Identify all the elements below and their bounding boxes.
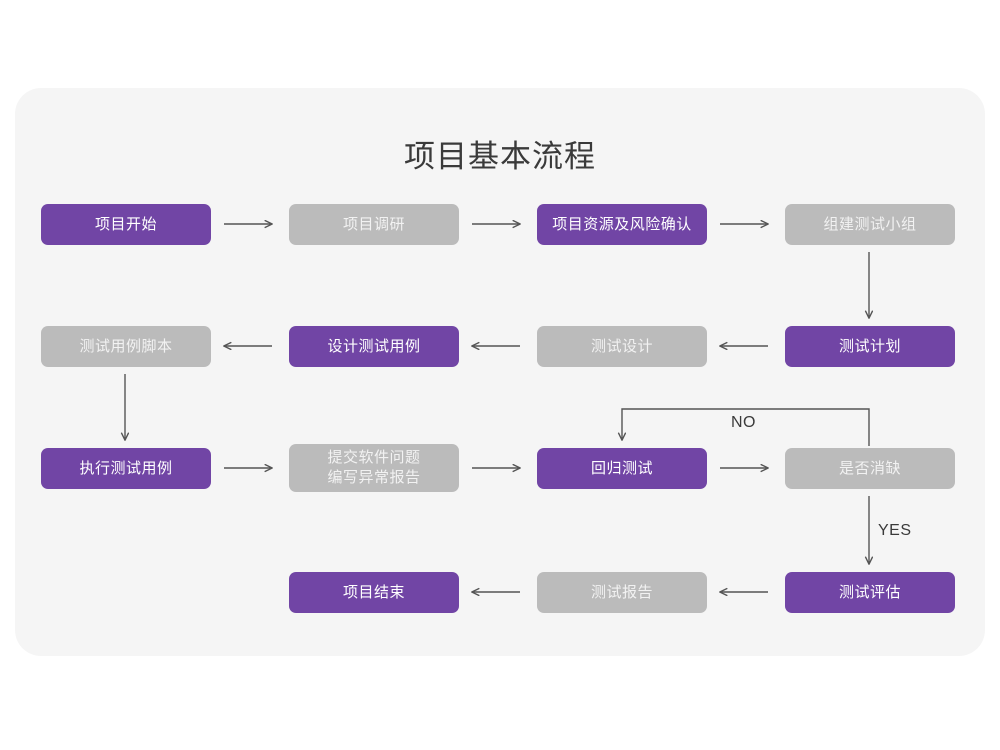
node-build-test-team[interactable]: 组建测试小组 <box>785 204 955 245</box>
node-label: 回归测试 <box>590 460 653 477</box>
flowchart-panel <box>15 88 985 656</box>
node-label-line1: 提交软件问题 <box>327 449 421 466</box>
node-label: 测试设计 <box>590 338 653 355</box>
node-label: 设计测试用例 <box>327 338 421 355</box>
node-execute-test-case[interactable]: 执行测试用例 <box>41 448 211 489</box>
node-label: 测试用例脚本 <box>79 338 173 355</box>
node-label: 项目开始 <box>94 216 157 233</box>
node-label: 是否消缺 <box>838 460 901 477</box>
node-test-evaluation[interactable]: 测试评估 <box>785 572 955 613</box>
node-project-end[interactable]: 项目结束 <box>289 572 459 613</box>
edge-label-yes: YES <box>878 522 912 539</box>
node-test-case-script[interactable]: 测试用例脚本 <box>41 326 211 367</box>
node-project-survey[interactable]: 项目调研 <box>289 204 459 245</box>
node-label: 组建测试小组 <box>823 216 917 233</box>
node-regression-test[interactable]: 回归测试 <box>537 448 707 489</box>
page-title: 项目基本流程 <box>404 139 596 174</box>
node-test-design[interactable]: 测试设计 <box>537 326 707 367</box>
node-defect-resolved[interactable]: 是否消缺 <box>785 448 955 489</box>
node-test-plan[interactable]: 测试计划 <box>785 326 955 367</box>
node-project-start[interactable]: 项目开始 <box>41 204 211 245</box>
node-submit-issue-report[interactable]: 提交软件问题 编写异常报告 <box>289 444 459 492</box>
node-label: 项目资源及风险确认 <box>552 216 692 233</box>
node-label: 测试评估 <box>838 584 901 601</box>
node-label: 项目调研 <box>342 216 405 233</box>
node-label: 执行测试用例 <box>79 460 173 477</box>
node-design-test-case[interactable]: 设计测试用例 <box>289 326 459 367</box>
node-resource-risk-confirm[interactable]: 项目资源及风险确认 <box>537 204 707 245</box>
edge-label-no: NO <box>731 414 756 431</box>
node-test-report[interactable]: 测试报告 <box>537 572 707 613</box>
node-label-line2: 编写异常报告 <box>327 469 421 486</box>
node-label: 测试计划 <box>838 338 901 355</box>
node-label: 项目结束 <box>342 584 405 601</box>
node-label: 测试报告 <box>590 584 653 601</box>
